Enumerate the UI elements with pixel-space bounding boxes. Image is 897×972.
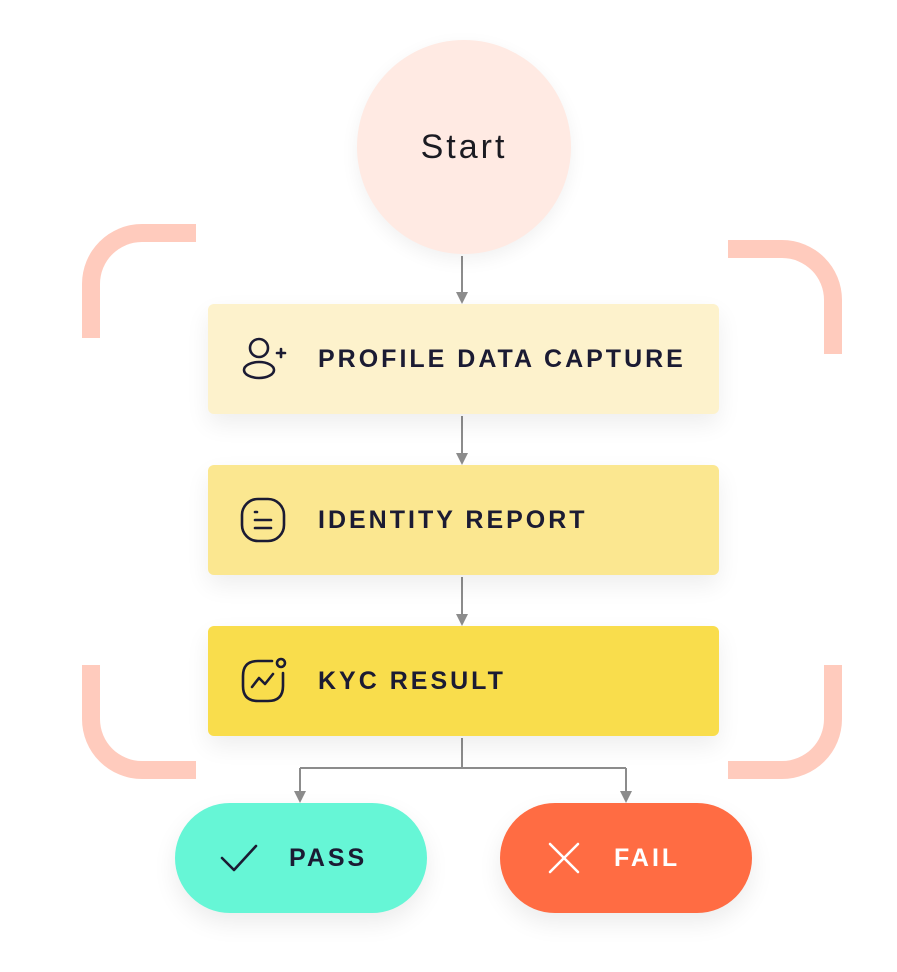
document-icon [240, 497, 286, 543]
step-profile-data-capture: PROFILE DATA CAPTURE [208, 304, 719, 414]
outcome-label: FAIL [614, 843, 681, 872]
start-node: Start [357, 40, 571, 254]
step-label: IDENTITY REPORT [318, 505, 588, 534]
add-user-icon [242, 337, 287, 380]
outcome-label: PASS [289, 843, 368, 872]
start-label: Start [420, 127, 508, 166]
close-icon [548, 842, 580, 874]
step-kyc-result: KYC RESULT [208, 626, 719, 736]
outcome-fail: FAIL [500, 803, 752, 913]
step-label: KYC RESULT [318, 666, 506, 695]
corner-bracket-bottom-left [82, 665, 196, 779]
analytics-icon [241, 657, 287, 703]
step-identity-report: IDENTITY REPORT [208, 465, 719, 575]
corner-bracket-top-left [82, 224, 196, 338]
corner-bracket-top-right [728, 240, 842, 354]
check-icon [220, 844, 258, 872]
step-label: PROFILE DATA CAPTURE [318, 344, 686, 373]
outcome-pass: PASS [175, 803, 427, 913]
corner-bracket-bottom-right [728, 665, 842, 779]
